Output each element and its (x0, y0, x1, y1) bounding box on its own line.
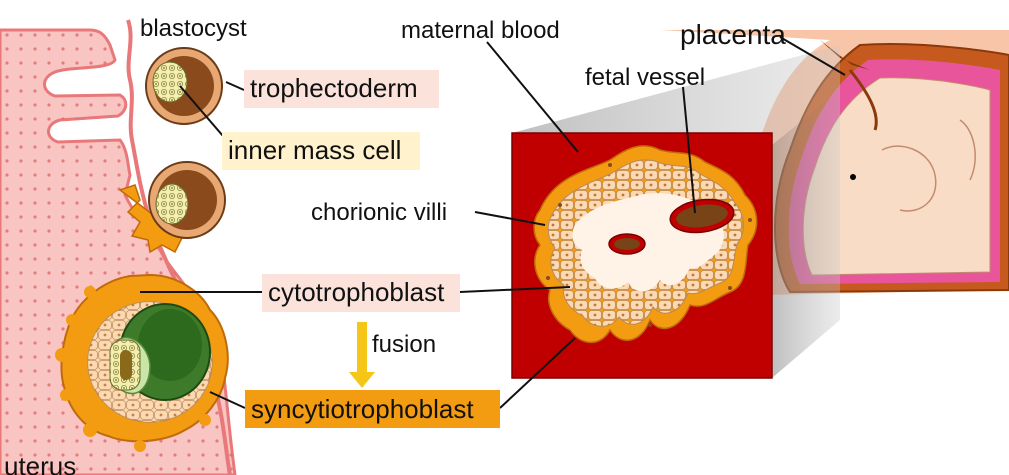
cytotrophoblast-label: cytotrophoblast (268, 277, 445, 307)
chorionic-villi-box (512, 133, 772, 378)
maternal-blood-label: maternal blood (401, 17, 560, 44)
inner-mass-cell-label: inner mass cell (228, 135, 401, 165)
fusion-label: fusion (372, 331, 436, 358)
uterus-label: uterus (4, 451, 76, 475)
trophectoderm-label: trophectoderm (250, 73, 418, 103)
chorionic-villi-label: chorionic villi (311, 199, 447, 226)
fetal-vessel-label: fetal vessel (585, 64, 705, 91)
blastocyst-cell-1 (146, 48, 222, 124)
placenta-label: placenta (680, 19, 786, 50)
blastocyst-label: blastocyst (140, 15, 247, 42)
syncytiotrophoblast-label: syncytiotrophoblast (251, 394, 474, 424)
